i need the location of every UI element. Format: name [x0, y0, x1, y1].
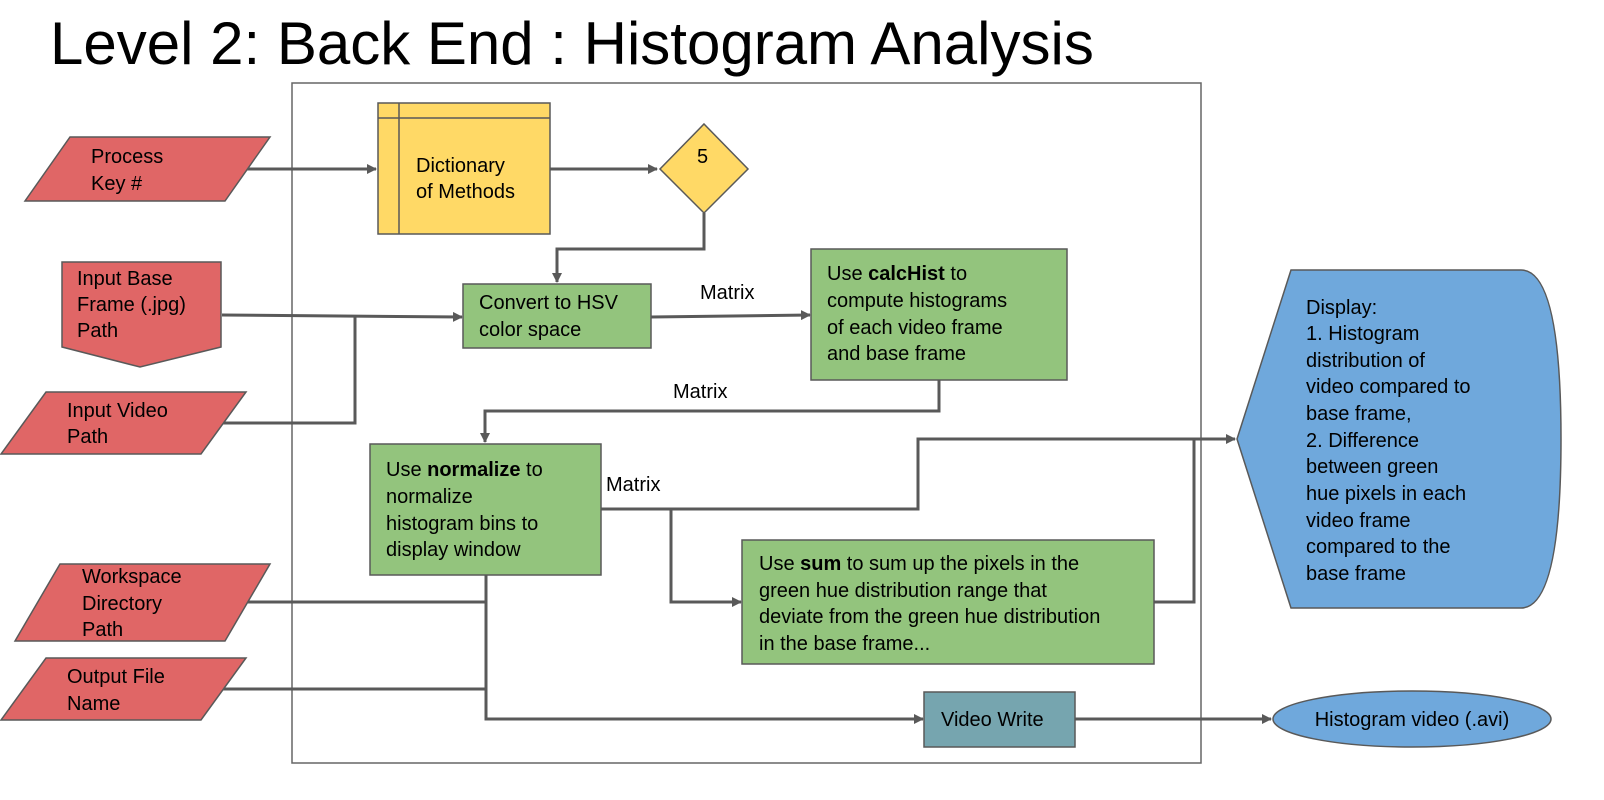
- edge-normalize-display: [601, 434, 1236, 511]
- edge-convert-calchist: [650, 310, 811, 321]
- process-key-label: Process Key #: [91, 146, 169, 195]
- calchist-label: Use calcHist to compute histograms of ea…: [827, 263, 1013, 365]
- page-title: Level 2: Back End : Histogram Analysis: [50, 10, 1094, 77]
- edge-inputvideo-convert: [222, 317, 357, 425]
- convert-hsv-process: Convert to HSV color space: [462, 283, 652, 349]
- output-file-name-input: Output File Name: [0, 657, 248, 721]
- display-label: Display: 1. Histogram distribution of vi…: [1306, 297, 1476, 585]
- histogram-video-label: Histogram video (.avi): [1315, 709, 1510, 731]
- edge-normalize-sum: [669, 509, 742, 607]
- edge-label-matrix-3: Matrix: [606, 474, 660, 496]
- display-output: Display: 1. Histogram distribution of vi…: [1236, 269, 1562, 609]
- edge-baseframe-convert: [221, 311, 463, 322]
- calchist-process: Use calcHist to compute histograms of ea…: [810, 248, 1068, 381]
- workspace-directory-input: Workspace Directory Path: [13, 563, 272, 642]
- decision-diamond: 5: [658, 122, 750, 215]
- input-video-input: Input Video Path: [0, 391, 248, 455]
- sum-process: Use sum to sum up the pixels in the gree…: [741, 539, 1155, 665]
- input-base-frame-label: Input Base Frame (.jpg) Path: [77, 268, 191, 342]
- workspace-directory-label: Workspace Directory Path: [82, 566, 187, 641]
- edge-label-matrix-2: Matrix: [673, 381, 727, 403]
- sum-label: Use sum to sum up the pixels in the gree…: [759, 553, 1106, 655]
- edge-sum-display: [1154, 439, 1196, 604]
- edge-decision-convert: [552, 213, 706, 283]
- video-write-process: Video Write: [923, 691, 1076, 748]
- convert-hsv-label: Convert to HSV color space: [479, 292, 624, 341]
- normalize-process: Use normalize to normalize histogram bin…: [369, 443, 602, 576]
- dictionary-of-methods: Dictionary of Methods: [377, 102, 551, 235]
- edge-normalize-videowrite: [484, 575, 924, 724]
- decision-label: 5: [697, 146, 708, 168]
- histogram-video-output: Histogram video (.avi): [1272, 690, 1552, 748]
- edge-label-matrix-1: Matrix: [700, 282, 754, 304]
- normalize-label: Use normalize to normalize histogram bin…: [386, 459, 548, 561]
- output-file-name-label: Output File Name: [67, 666, 170, 715]
- video-write-label: Video Write: [941, 709, 1044, 731]
- process-key-input: Process Key #: [23, 136, 272, 202]
- input-video-label: Input Video Path: [67, 400, 173, 448]
- input-base-frame-input: Input Base Frame (.jpg) Path: [61, 261, 222, 368]
- edge-calchist-normalize: [480, 380, 941, 443]
- dictionary-label: Dictionary of Methods: [416, 155, 515, 203]
